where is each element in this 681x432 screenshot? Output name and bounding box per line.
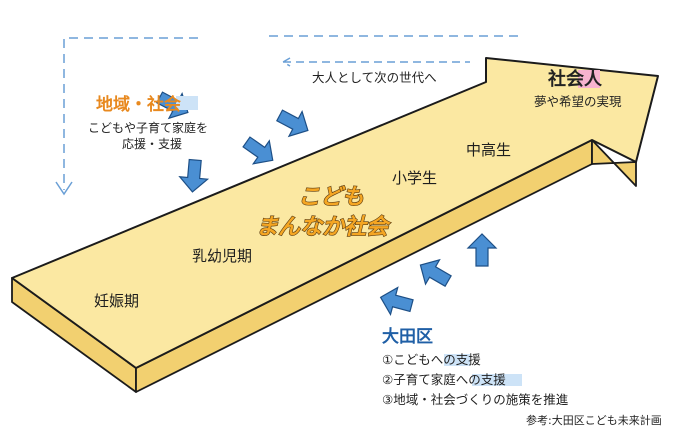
support-arrow-icon (376, 283, 416, 320)
support-arrow-icon (467, 233, 497, 267)
highlight-mark (176, 96, 198, 110)
stage-highschool: 中高生 (466, 141, 511, 159)
ota-item2: ②子育て家庭への支援 (382, 372, 506, 387)
dashed-return-arrow-icon (281, 57, 470, 67)
highlight-mark (578, 70, 600, 88)
growth-arrow (11, 57, 659, 369)
support-arrow-icon (272, 102, 316, 144)
highlight-mark (472, 374, 522, 386)
reference-note: 参考:大田区こども未来計画 (526, 413, 662, 427)
main-title-line1: こども (298, 185, 364, 210)
ota-item3: ③地域・社会づくりの施策を推進 (382, 392, 569, 407)
community-title: 地域・社会 (96, 94, 181, 115)
highlight-mark (444, 354, 470, 366)
adult-title: 社会人 (548, 68, 603, 90)
community-line1: こどもや子育て家庭を (88, 120, 208, 135)
stage-pregnancy: 妊娠期 (94, 292, 139, 310)
community-line2: 応援・支援 (122, 137, 182, 151)
stage-infant: 乳幼児期 (192, 247, 252, 265)
next-generation-label: 大人として次の世代へ (312, 70, 437, 85)
adult-subtitle: 夢や希望の実現 (534, 94, 622, 109)
support-arrow-icon (237, 129, 282, 173)
main-title-line2: まんなか社会 (256, 214, 391, 240)
stage-elementary: 小学生 (392, 169, 437, 187)
ota-title: 大田区 (382, 326, 433, 347)
support-arrow-icon (412, 252, 456, 294)
support-arrow-icon (177, 158, 210, 194)
ota-item1: ①こどもへの支援 (382, 352, 481, 367)
dashed-down-arrowhead-icon (55, 181, 73, 196)
growth-arrow-head-side (591, 139, 637, 187)
